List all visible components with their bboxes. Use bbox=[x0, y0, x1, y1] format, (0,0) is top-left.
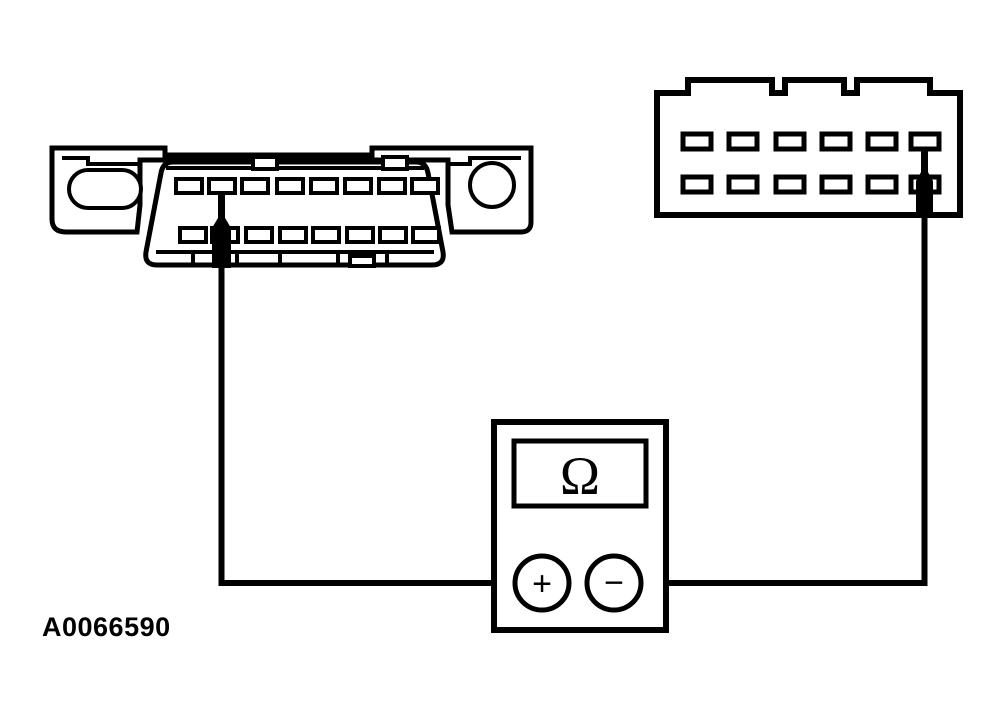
left-pin-top-7[interactable] bbox=[377, 177, 407, 195]
left-ear-mounting-hole-oval bbox=[67, 168, 143, 210]
right-probe-stem bbox=[921, 147, 928, 181]
right-test-probe[interactable] bbox=[916, 147, 933, 218]
right-ear-inner-ledge bbox=[448, 156, 521, 166]
right-ear-mounting-hole-circle bbox=[468, 161, 516, 209]
multimeter-display-symbol: Ω bbox=[560, 446, 600, 506]
left-connector-top-keyway-1 bbox=[251, 155, 279, 171]
right-pin-bottom-4[interactable] bbox=[819, 174, 853, 195]
left-pin-top-4[interactable] bbox=[275, 177, 305, 195]
multimeter-negative-terminal-label: − bbox=[604, 564, 624, 602]
left-pin-top-5[interactable] bbox=[309, 177, 339, 195]
right-pin-bottom-3[interactable] bbox=[773, 174, 807, 195]
right-pin-bottom-5[interactable] bbox=[865, 174, 899, 195]
left-probe-tip-body bbox=[212, 212, 231, 268]
left-pin-bottom-6[interactable] bbox=[345, 226, 375, 244]
left-pin-top-8[interactable] bbox=[410, 177, 440, 195]
left-pin-top-2[interactable] bbox=[207, 177, 237, 195]
left-connector-top-pin-row bbox=[174, 177, 440, 195]
left-connector-bottom-keyway bbox=[348, 254, 376, 268]
left-pin-bottom-7[interactable] bbox=[378, 226, 408, 244]
right-pin-top-4[interactable] bbox=[819, 131, 853, 152]
multimeter-negative-terminal[interactable] bbox=[584, 553, 644, 613]
right-pin-top-3[interactable] bbox=[773, 131, 807, 152]
figure-id-label: A0066590 bbox=[42, 612, 171, 642]
right-pin-top-5[interactable] bbox=[865, 131, 899, 152]
left-connector-top-keyway-2 bbox=[381, 155, 409, 171]
right-pin-top-1[interactable] bbox=[680, 131, 714, 152]
left-pin-top-6[interactable] bbox=[343, 177, 373, 195]
left-ear-inner-ledge bbox=[62, 156, 140, 166]
left-test-lead-wire bbox=[218, 264, 511, 586]
multimeter-positive-terminal-label: + bbox=[532, 565, 552, 603]
left-pin-bottom-5[interactable] bbox=[311, 226, 341, 244]
right-connector[interactable] bbox=[654, 77, 963, 218]
right-pin-bottom-1[interactable] bbox=[680, 174, 714, 195]
right-pin-bottom-2[interactable] bbox=[726, 174, 760, 195]
right-pin-top-6[interactable] bbox=[908, 131, 942, 152]
right-test-lead-wire bbox=[651, 214, 928, 586]
multimeter-positive-terminal[interactable] bbox=[512, 553, 572, 613]
multimeter-display-screen bbox=[511, 438, 649, 509]
left-pin-bottom-8[interactable] bbox=[411, 226, 441, 244]
right-probe-tip-body bbox=[916, 166, 933, 218]
left-pin-bottom-1[interactable] bbox=[178, 226, 208, 244]
left-connector[interactable] bbox=[49, 145, 534, 268]
left-test-probe[interactable] bbox=[212, 191, 231, 268]
left-pin-bottom-4[interactable] bbox=[278, 226, 308, 244]
right-pin-top-2[interactable] bbox=[726, 131, 760, 152]
left-probe-stem bbox=[218, 191, 225, 227]
left-pin-top-1[interactable] bbox=[174, 177, 204, 195]
left-pin-top-3[interactable] bbox=[240, 177, 270, 195]
right-connector-top-pin-row bbox=[680, 131, 942, 152]
multimeter[interactable]: Ω + − bbox=[491, 419, 669, 633]
left-pin-bottom-3[interactable] bbox=[244, 226, 274, 244]
